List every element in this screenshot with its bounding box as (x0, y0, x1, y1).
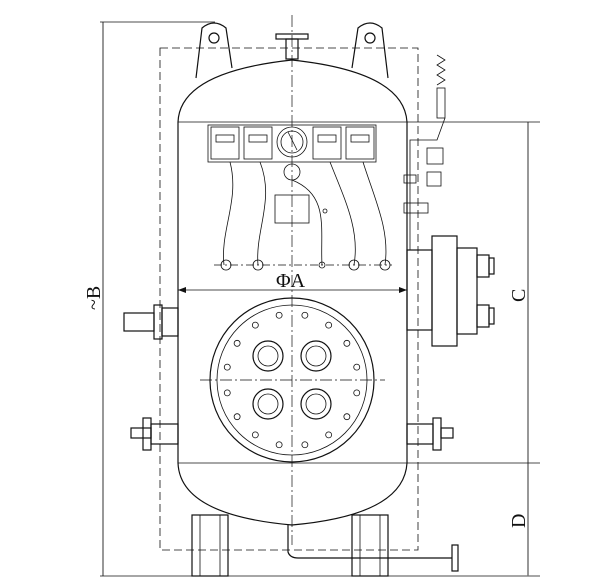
bolt (353, 389, 361, 397)
top-nozzle (275, 33, 309, 60)
bolt (275, 441, 283, 449)
side-outlet-right (406, 235, 495, 347)
lifting-lugs (195, 22, 389, 79)
dimension-a-label: ΦA (276, 270, 306, 292)
bolt (223, 389, 231, 397)
envelope-outline (159, 47, 419, 551)
bolt (233, 339, 241, 347)
bolt (325, 321, 333, 329)
dimension-lines (100, 21, 540, 577)
bolt (343, 339, 351, 347)
manway-cover (200, 297, 385, 463)
bolt (343, 413, 351, 421)
dimension-d-label: D (508, 514, 530, 528)
bolt (223, 363, 231, 371)
bolt (301, 441, 309, 449)
side-inlet-left (123, 304, 179, 340)
dimension-b-label: ~B (83, 286, 105, 310)
bolt (353, 363, 361, 371)
manway-bolts (223, 311, 361, 449)
pressure-gauge-icon (276, 126, 308, 158)
bolt (325, 431, 333, 439)
bolt (275, 311, 283, 319)
safety-valve (403, 54, 446, 250)
instrument-panel (207, 124, 392, 271)
bolt (301, 311, 309, 319)
bolt (251, 431, 259, 439)
bolt (233, 413, 241, 421)
bolt (251, 321, 259, 329)
lower-nozzles (130, 417, 454, 451)
dimension-c-label: C (508, 289, 530, 302)
